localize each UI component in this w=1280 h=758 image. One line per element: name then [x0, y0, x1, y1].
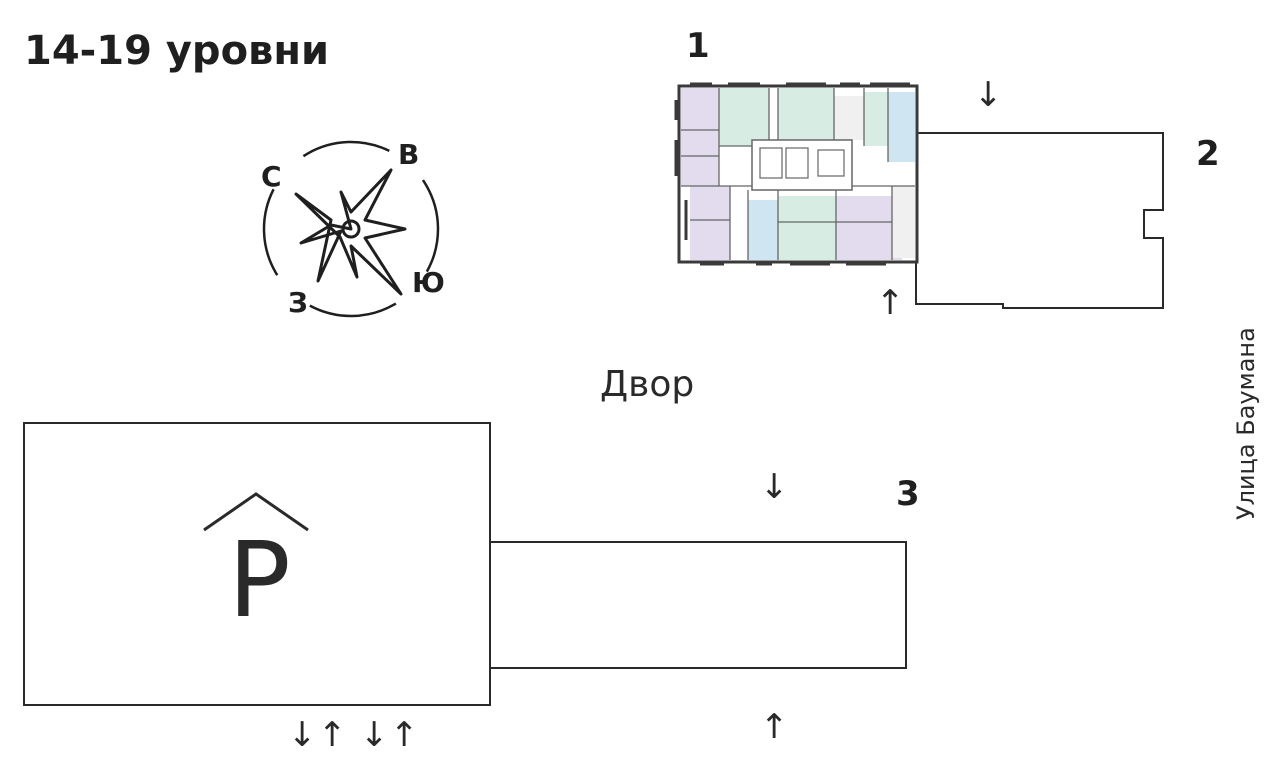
compass-north-label: С — [261, 160, 282, 193]
compass-rose — [262, 140, 440, 318]
apartment-2room-n3[interactable] — [864, 92, 888, 146]
parking-label: P — [228, 519, 291, 641]
page-title: 14-19 уровни — [24, 28, 330, 74]
parking-arrow-up-icon: ↑ — [390, 715, 419, 755]
building-2-number: 2 — [1196, 134, 1220, 174]
parking-arrow-up-icon: ↑ — [318, 715, 347, 755]
apartment-2room-n2[interactable] — [778, 88, 834, 146]
building-2-outline[interactable] — [915, 132, 1164, 309]
apartment-3room-nw[interactable] — [681, 88, 719, 186]
entrance-arrow-down-icon: ↓ — [760, 467, 789, 507]
building-1-number: 1 — [686, 26, 710, 66]
parking-arrow-down-icon: ↓ — [288, 715, 317, 755]
apartment-studio-s1[interactable] — [748, 200, 778, 260]
apartment-3room-w[interactable] — [690, 186, 730, 260]
entrance-arrow-down-icon: ↓ — [974, 75, 1003, 115]
apartment-2room-n1[interactable] — [719, 88, 769, 146]
parking-arrow-down-icon: ↓ — [360, 715, 389, 755]
apartment-3room-se[interactable] — [836, 196, 902, 260]
apartment-studio-ne[interactable] — [888, 92, 915, 162]
compass-south-label: Ю — [412, 266, 445, 299]
street-label: Улица Баумана — [1232, 327, 1260, 520]
compass-west-label: З — [288, 286, 308, 319]
compass-east-label: В — [398, 138, 420, 171]
building-1-floorplan[interactable] — [674, 82, 919, 266]
building-3-outline[interactable] — [489, 541, 907, 669]
building-3-number: 3 — [896, 474, 920, 514]
apartment-service-n — [834, 96, 864, 140]
compass-star-icon — [294, 168, 407, 296]
apartment-service-se — [892, 186, 915, 258]
parking-roof-icon — [203, 492, 309, 532]
entrance-arrow-up-icon: ↑ — [760, 707, 789, 747]
entrance-arrow-up-icon: ↑ — [876, 283, 905, 323]
courtyard-label: Двор — [600, 364, 695, 405]
apartment-2room-s[interactable] — [778, 196, 836, 260]
